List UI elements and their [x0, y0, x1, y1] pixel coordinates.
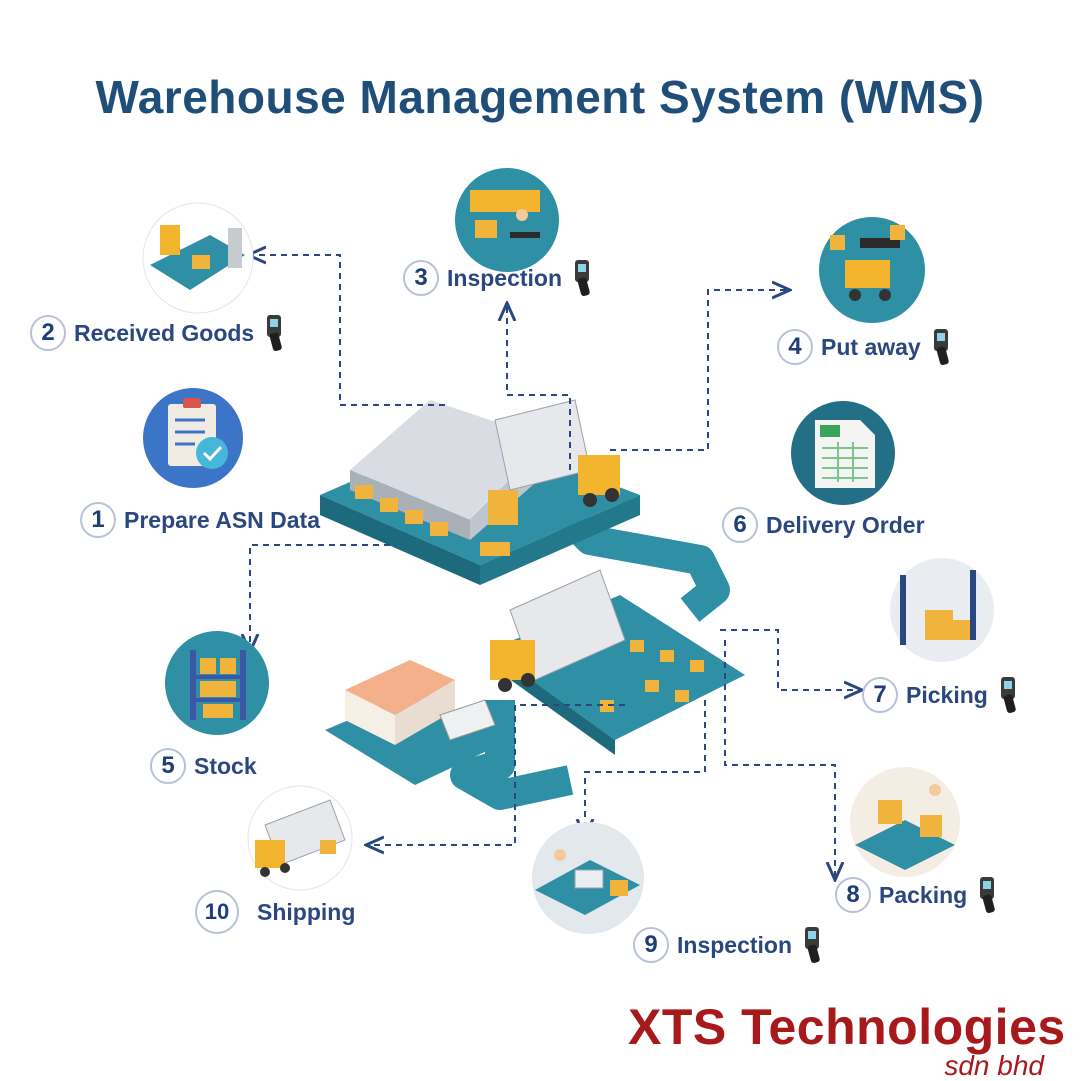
step-7: 7 Picking	[862, 675, 1022, 715]
arrow-to-shipping	[368, 704, 625, 845]
truck-arrival	[494, 399, 620, 507]
step-label: Put away	[821, 333, 921, 360]
step-4: 4 Put away	[777, 327, 955, 367]
step-number: 7	[862, 677, 898, 713]
step-label: Packing	[879, 881, 968, 908]
diagram-title: Warehouse Management System (WMS)	[95, 71, 985, 123]
step-icons	[142, 168, 994, 934]
step-label: Inspection	[447, 264, 563, 291]
barcode-scanner-icon	[1000, 677, 1016, 714]
arrow-to-inspection-9	[585, 700, 706, 835]
picking-scene-icon	[890, 558, 994, 662]
brand-suffix: sdn bhd	[944, 1050, 1044, 1081]
processing-area	[490, 569, 745, 755]
barcode-scanner-icon	[575, 260, 590, 297]
arrow-to-inspection-3	[507, 305, 571, 470]
step-number: 2	[30, 315, 66, 351]
step-number: 10	[195, 890, 239, 934]
arrow-to-put-away	[610, 290, 788, 451]
step-9: 9 Inspection	[633, 925, 826, 965]
putaway-forklift-icon	[819, 217, 925, 323]
barcode-scanner-icon	[805, 927, 820, 964]
flow-arrows	[250, 255, 860, 878]
step-1: 1 Prepare ASN Data	[80, 502, 320, 538]
step-label: Inspection	[677, 931, 793, 958]
step-6: 6 Delivery Order	[722, 507, 925, 543]
inspection-scene-icon	[455, 168, 559, 272]
step-label: Delivery Order	[766, 511, 925, 538]
step-label: Prepare ASN Data	[124, 506, 321, 533]
inspection-final-icon	[532, 822, 644, 934]
barcode-scanner-icon	[933, 329, 949, 366]
forklift-icon	[142, 202, 254, 314]
barcode-scanner-icon	[980, 877, 995, 914]
step-number: 3	[403, 260, 439, 296]
step-number: 5	[150, 748, 186, 784]
brand-logo: XTS Technologies sdn bhd	[628, 1002, 1068, 1080]
step-label: Shipping	[257, 898, 356, 925]
step-2: 2 Received Goods	[30, 313, 288, 353]
arrow-to-picking	[720, 629, 860, 690]
step-number: 1	[80, 502, 116, 538]
clipboard-icon	[143, 388, 243, 488]
step-5: 5 Stock	[150, 748, 257, 784]
step-number: 9	[633, 927, 669, 963]
step-label: Received Goods	[74, 319, 255, 346]
step-number: 6	[722, 507, 758, 543]
brand-name: XTS Technologies	[628, 999, 1066, 1055]
retail-store	[325, 660, 510, 785]
packing-scene-icon	[850, 767, 960, 877]
pallet-boxes	[355, 485, 510, 556]
spreadsheet-icon	[791, 401, 895, 505]
step-3: 3 Inspection	[403, 258, 596, 298]
arrow-to-stock	[250, 544, 390, 650]
arrow-to-packing	[724, 640, 835, 878]
barcode-scanner-icon	[267, 315, 282, 352]
step-label: Stock	[194, 752, 257, 779]
shipping-truck-icon	[247, 785, 353, 891]
step-label: Picking	[906, 681, 988, 708]
step-8: 8 Packing	[835, 875, 1001, 915]
step-10: 10 Shipping	[195, 890, 355, 934]
step-number: 8	[835, 877, 871, 913]
shelf-stock-icon	[165, 631, 269, 735]
step-number: 4	[777, 329, 813, 365]
arrow-to-received-goods	[250, 255, 445, 406]
